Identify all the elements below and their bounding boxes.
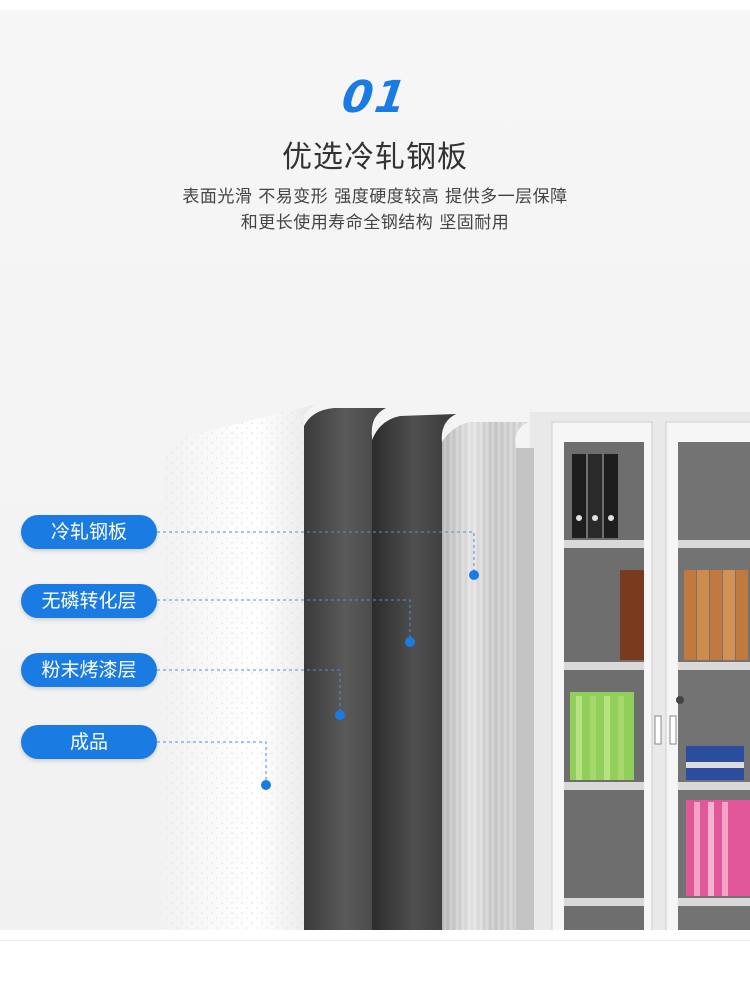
leader-line-2: [157, 599, 411, 642]
label-powder-coat-layer: 粉末烤漆层: [21, 653, 157, 687]
section-title: 优选冷轧钢板: [282, 140, 468, 175]
leader-line-4: [157, 741, 267, 784]
leader-dot-1: [469, 570, 479, 580]
divider: [0, 940, 750, 941]
label-finished-product: 成品: [21, 725, 157, 759]
label-phosphate-free-layer: 无磷转化层: [21, 584, 157, 618]
layer-powder-coat: [372, 414, 456, 930]
leader-dot-4: [261, 780, 271, 790]
layer-phosphate-free: [304, 408, 386, 930]
section-description-line-2: 和更长使用寿命全钢结构 坚固耐用: [240, 213, 510, 233]
leader-dot-2: [405, 637, 415, 647]
label-cold-rolled-steel: 冷轧钢板: [21, 515, 157, 549]
section-description-line-1: 表面光滑 不易变形 强度硬度较高 提供多一层保障: [182, 187, 568, 207]
leader-dot-3: [335, 710, 345, 720]
feature-panel: 01 优选冷轧钢板 表面光滑 不易变形 强度硬度较高 提供多一层保障 和更长使用…: [0, 10, 750, 930]
steel-layers-illustration: [157, 404, 750, 930]
leader-line-3: [157, 669, 341, 714]
